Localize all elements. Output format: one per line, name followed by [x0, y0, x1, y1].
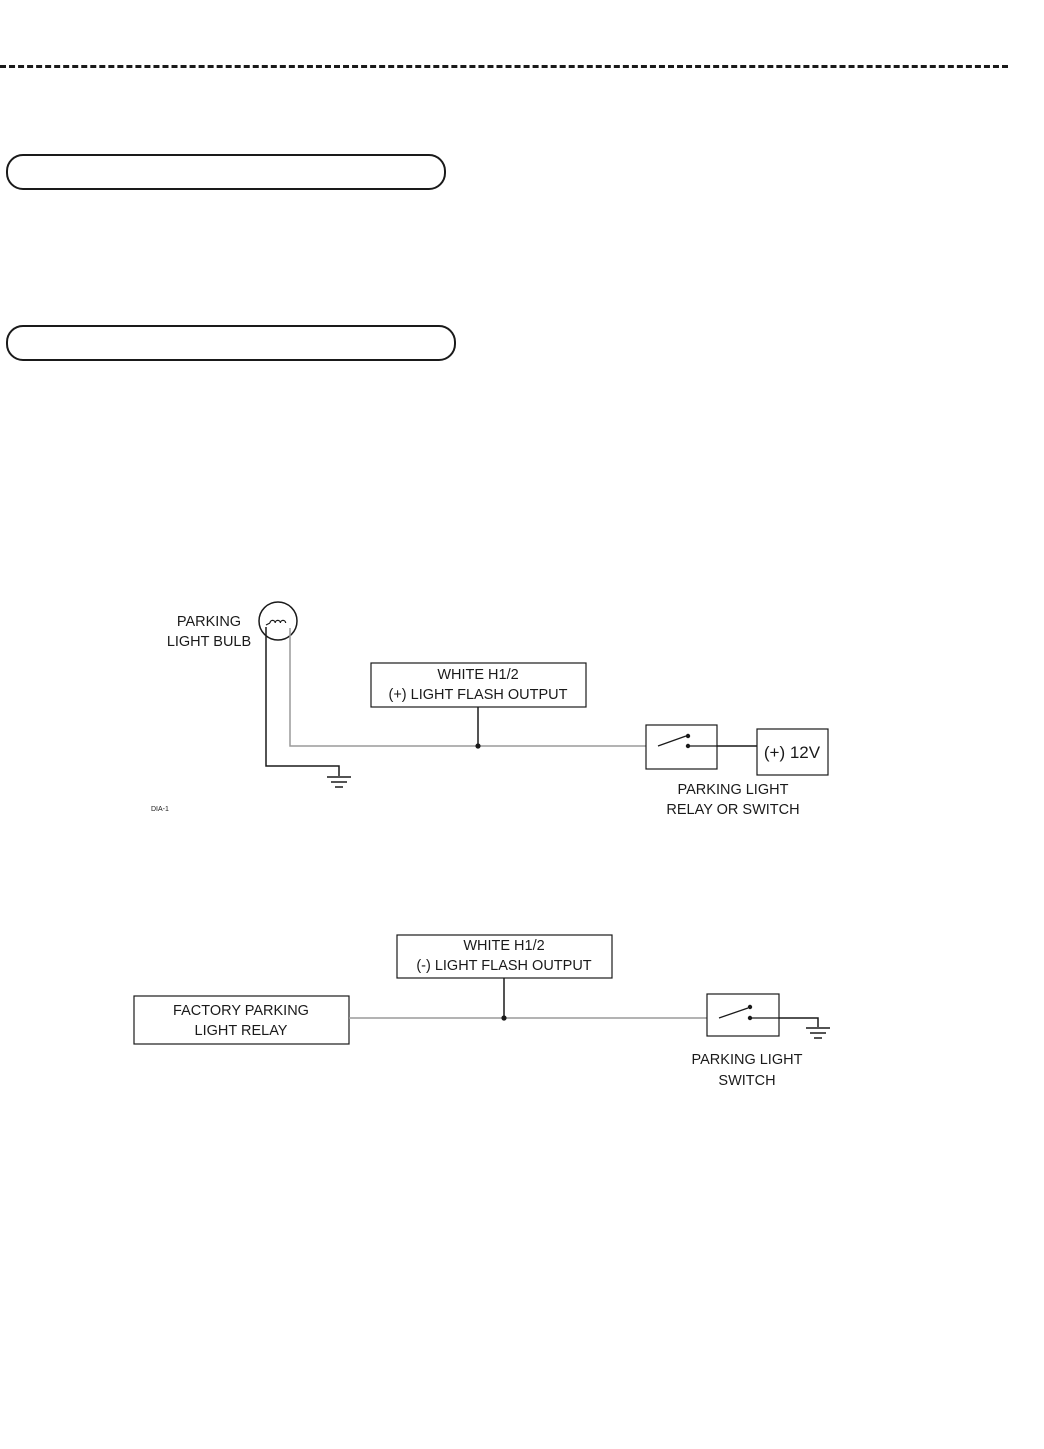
- parking-light-bulb-icon: [258, 601, 298, 641]
- section-heading-box-2: [6, 325, 456, 361]
- relay-label-line-1: FACTORY PARKING: [173, 1003, 309, 1019]
- switch-2-label-line-2: SWITCH: [718, 1073, 775, 1089]
- bulb-ground-wire: [265, 627, 340, 776]
- supply-label: (+) 12V: [764, 743, 821, 762]
- output-box-2: [396, 934, 613, 979]
- bulb-label-line-2: LIGHT BULB: [167, 634, 251, 650]
- output-box: [370, 662, 587, 708]
- header-dashed-rule: [0, 65, 1008, 68]
- section-heading-box-1: [6, 154, 446, 190]
- switch-label-line-2: RELAY OR SWITCH: [666, 802, 799, 818]
- diagram-id-label: DIA-1: [151, 806, 169, 813]
- switch-2-label-line-1: PARKING LIGHT: [692, 1052, 803, 1068]
- bulb-label-line-1: PARKING: [177, 614, 241, 630]
- switch-label-line-1: PARKING LIGHT: [678, 782, 789, 798]
- output-2-label-line-2: (-) LIGHT FLASH OUTPUT: [416, 958, 591, 974]
- output-label-line-2: (+) LIGHT FLASH OUTPUT: [389, 687, 568, 703]
- diagram-2: FACTORY PARKING LIGHT RELAY WHITE H1/2 (…: [133, 934, 830, 1089]
- diagram-1: WHITE H1/2 (+) LIGHT FLASH OUTPUT PARKIN…: [151, 601, 829, 818]
- relay-switch-icon: [645, 724, 718, 770]
- parking-switch-icon: [706, 993, 780, 1037]
- output-2-label-line-1: WHITE H1/2: [463, 938, 544, 954]
- switch-ground-wire: [779, 1017, 819, 1027]
- supply-box: [756, 728, 829, 776]
- factory-relay-box: [133, 995, 350, 1045]
- relay-label-line-2: LIGHT RELAY: [195, 1023, 288, 1039]
- ground-icon: [327, 776, 351, 788]
- bulb-output-wire: [289, 628, 646, 747]
- output-label-line-1: WHITE H1/2: [437, 667, 518, 683]
- ground-icon-2: [806, 1027, 830, 1039]
